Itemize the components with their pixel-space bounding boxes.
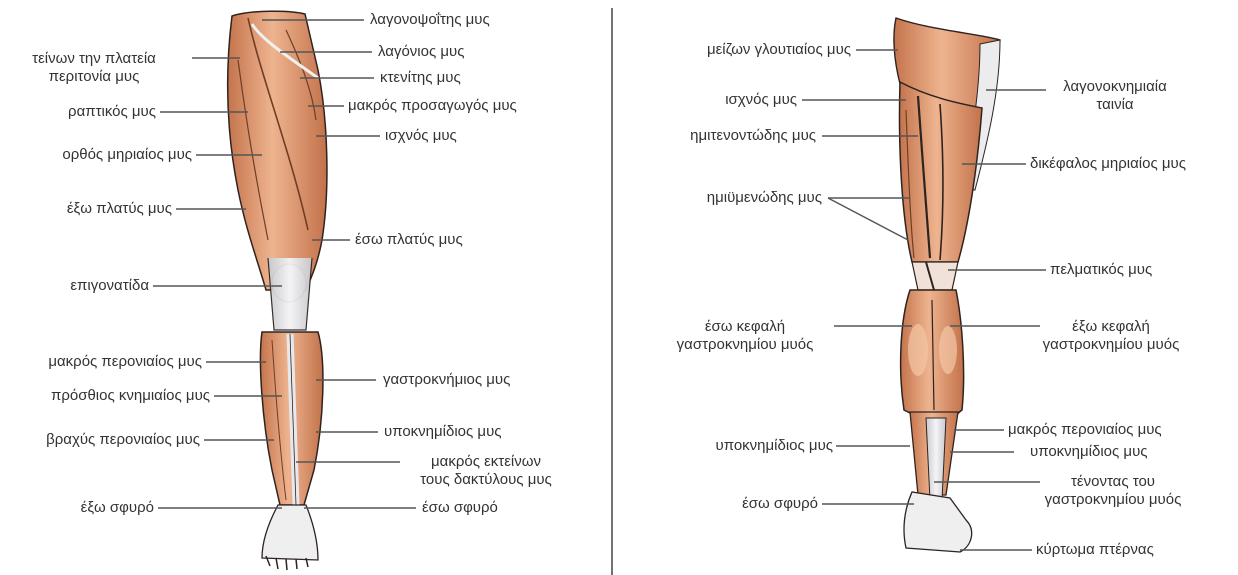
label-it-band-line2: ταινία	[1040, 96, 1190, 114]
label-lateral-head-line2: γαστροκνημίου μυός	[1016, 336, 1206, 354]
label-adductor-longus: μακρός προσαγωγός μυς	[348, 97, 517, 115]
label-tibialis-anterior: πρόσθιος κνημιαίος μυς	[51, 387, 210, 405]
label-sartorius: ραπτικός μυς	[68, 103, 156, 121]
back-leg-illustration	[894, 18, 1000, 552]
label-extensor-digitorum-line1: μακρός εκτείνων	[396, 453, 576, 471]
label-semitendinosus: ημιτενοντώδης μυς	[690, 127, 816, 145]
label-calcaneus: κύρτωμα πτέρνας	[1036, 541, 1154, 559]
label-iliotibial-band: λαγονοκνημιαία ταινία	[1040, 78, 1190, 114]
label-lateral-head-line1: έξω κεφαλή	[1016, 318, 1206, 336]
label-medial-malleolus-front: έσω σφυρό	[422, 499, 498, 517]
label-extensor-digitorum: μακρός εκτείνων τους δακτύλους μυς	[396, 453, 576, 489]
label-iliopsoas: λαγονοψοΐτης μυς	[370, 11, 490, 29]
label-extensor-digitorum-line2: τους δακτύλους μυς	[396, 471, 576, 489]
label-lateral-head-gastrocnemius: έξω κεφαλή γαστροκνημίου μυός	[1016, 318, 1206, 354]
label-rectus-femoris: ορθός μηριαίος μυς	[62, 146, 192, 164]
label-vastus-medialis: έσω πλατύς μυς	[355, 231, 463, 249]
label-gastrocnemius-front: γαστροκνήμιος μυς	[383, 371, 510, 389]
label-gluteus-maximus: μείζων γλουτιαίος μυς	[707, 41, 851, 59]
label-gracilis-front: ισχνός μυς	[385, 127, 457, 145]
label-peroneus-brevis: βραχύς περονιαίος μυς	[46, 431, 200, 449]
label-medial-head-line2: γαστροκνημίου μυός	[660, 336, 830, 354]
label-plantaris: πελματικός μυς	[1050, 261, 1152, 279]
label-peroneus-longus-front: μακρός περονιαίος μυς	[48, 353, 202, 371]
label-tensor-fasciae-latae: τείνων την πλατεία περιτονία μυς	[0, 50, 188, 86]
label-it-band-line1: λαγονοκνημιαία	[1040, 78, 1190, 96]
label-patella: επιγονατίδα	[70, 277, 149, 295]
label-biceps-femoris: δικέφαλος μηριαίος μυς	[1030, 155, 1186, 173]
label-pectineus: κτενίτης μυς	[380, 69, 461, 87]
label-tfl-line1: τείνων την πλατεία	[0, 50, 188, 68]
label-peroneus-longus-back: μακρός περονιαίος μυς	[1008, 421, 1162, 439]
label-medial-malleolus-back: έσω σφυρό	[742, 495, 818, 513]
label-semimembranosus: ημιϋμενώδης μυς	[707, 189, 822, 207]
label-lateral-malleolus: έξω σφυρό	[81, 499, 154, 517]
label-iliacus: λαγόνιος μυς	[378, 43, 464, 61]
label-achilles-line2: γαστροκνημίου μυός	[1018, 491, 1208, 509]
label-medial-head-line1: έσω κεφαλή	[660, 318, 830, 336]
label-achilles-tendon: τένοντας του γαστροκνημίου μυός	[1018, 473, 1208, 509]
label-medial-head-gastrocnemius: έσω κεφαλή γαστροκνημίου μυός	[660, 318, 830, 354]
front-leg-illustration	[228, 11, 327, 570]
front-thigh-shape	[228, 11, 327, 290]
label-achilles-line1: τένοντας του	[1018, 473, 1208, 491]
label-gracilis-back: ισχνός μυς	[725, 91, 797, 109]
back-heel-shape	[904, 492, 972, 552]
label-soleus-back-left: υποκνημίδιος μυς	[716, 437, 834, 455]
label-soleus-front: υποκνημίδιος μυς	[384, 423, 502, 441]
label-tfl-line2: περιτονία μυς	[0, 68, 188, 86]
front-foot-shape	[262, 505, 318, 560]
label-vastus-lateralis: έξω πλατύς μυς	[67, 200, 172, 218]
label-soleus-back-right: υποκνημίδιος μυς	[1030, 443, 1148, 461]
